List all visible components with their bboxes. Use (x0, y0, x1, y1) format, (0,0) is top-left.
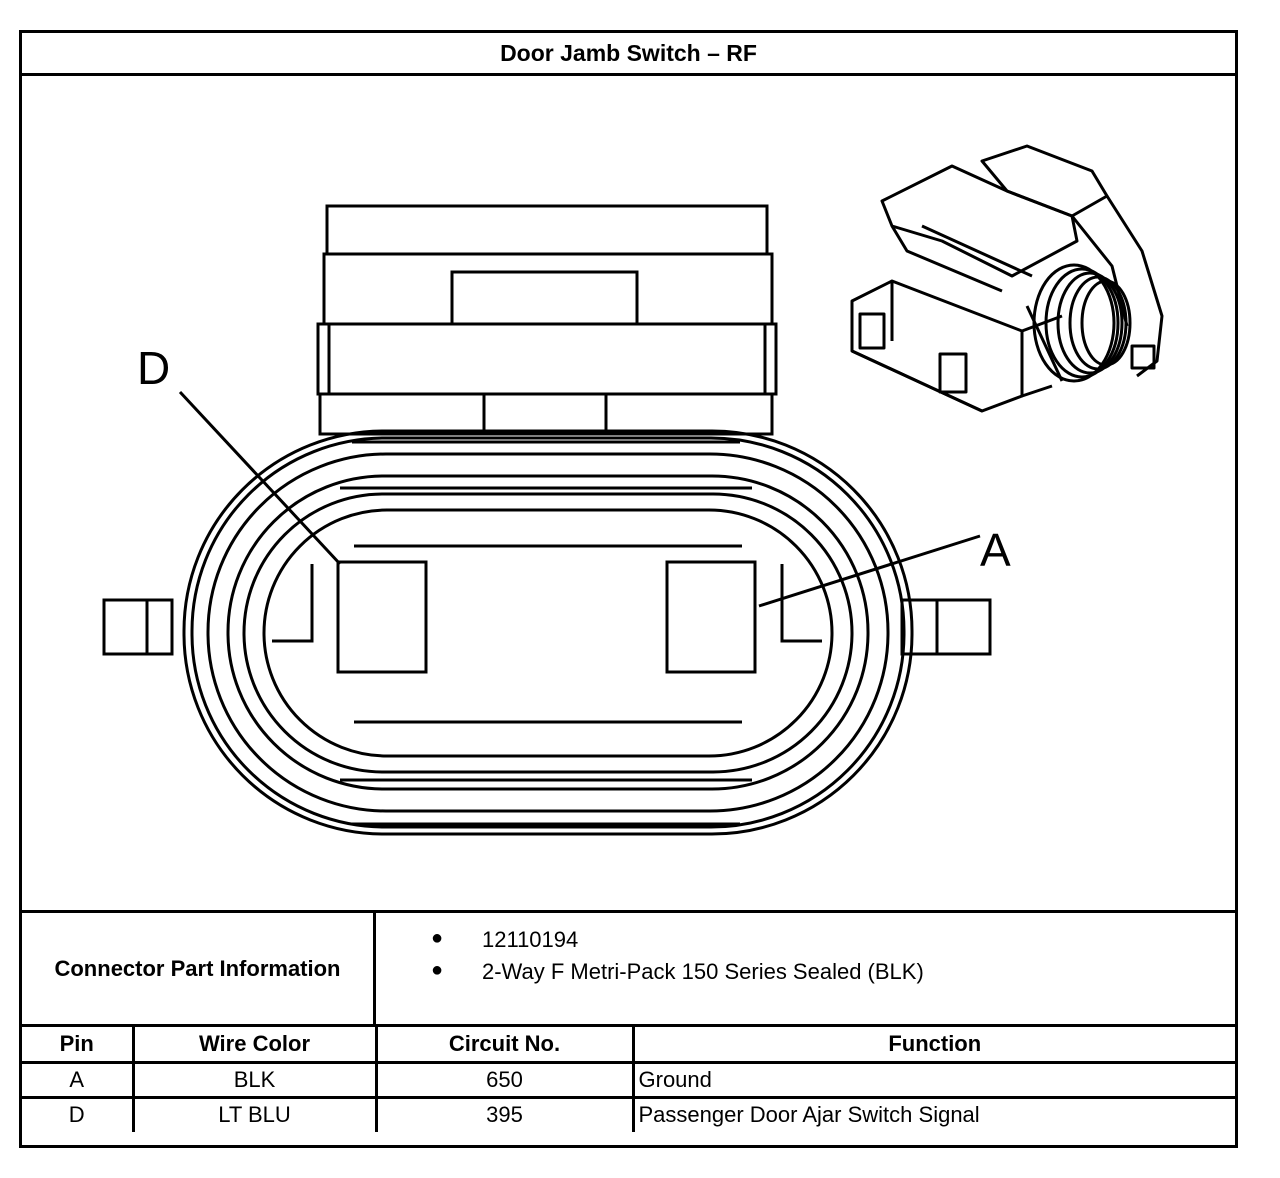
cell-function: Passenger Door Ajar Switch Signal (631, 1095, 1235, 1132)
housing-key (482, 392, 608, 436)
cell-function: Ground (631, 1060, 1235, 1099)
cell-pin: D (22, 1095, 135, 1132)
left-mounting-ear (102, 598, 174, 656)
header-pin: Pin (22, 1027, 135, 1064)
pin-label-a: A (980, 524, 1011, 576)
connector-info-list: ● 12110194 ● 2-Way F Metri-Pack 150 Seri… (376, 913, 1235, 1024)
cavity-ring (262, 508, 834, 758)
middle-ring (206, 452, 890, 813)
inner-ring-2 (242, 492, 854, 774)
table-row: D LT BLU 395 Passenger Door Ajar Switch … (22, 1095, 1235, 1132)
header-circuit-no: Circuit No. (374, 1027, 635, 1064)
connector-face-svg: D A (102, 144, 1164, 836)
connector-diagram-frame: Door Jamb Switch – RF (19, 30, 1238, 1148)
cell-circuit-no: 395 (374, 1095, 635, 1132)
page-title: Door Jamb Switch – RF (22, 33, 1235, 76)
right-key (780, 564, 822, 643)
connector-info-label: Connector Part Information (22, 913, 376, 1024)
connector-isometric-icon (850, 144, 1164, 413)
pin-label-d: D (137, 342, 170, 394)
cell-circuit-no: 650 (374, 1060, 635, 1099)
pin-table: Pin Wire Color Circuit No. Function A BL… (22, 1027, 1235, 1132)
pin-d-leader-line (178, 390, 342, 566)
terminal-cavity-a (665, 560, 757, 674)
cell-pin: A (22, 1060, 135, 1099)
table-row: A BLK 650 Ground (22, 1060, 1235, 1099)
housing-top-block (325, 204, 769, 256)
pin-table-header-row: Pin Wire Color Circuit No. Function (22, 1027, 1235, 1064)
connector-face-diagram: D A (22, 76, 1235, 911)
cell-wire-color: BLK (131, 1060, 378, 1099)
inner-ring (226, 474, 870, 791)
part-description: 2-Way F Metri-Pack 150 Series Sealed (BL… (482, 959, 924, 984)
bullet-icon: ● (431, 959, 444, 981)
housing-base-block (318, 392, 774, 436)
left-key (272, 564, 314, 643)
cell-wire-color: LT BLU (131, 1095, 378, 1132)
latch-window (450, 270, 639, 326)
outer-seal-ring (182, 429, 914, 836)
connector-part-info: Connector Part Information ● 12110194 ● … (22, 910, 1235, 1027)
pin-a-leader-line (758, 534, 981, 608)
housing-mid-block (322, 252, 774, 326)
header-function: Function (631, 1027, 1235, 1064)
housing-lower-block (316, 322, 778, 396)
right-mounting-ear (900, 598, 992, 656)
bullet-icon: ● (431, 927, 444, 949)
part-number: 12110194 (482, 927, 579, 952)
terminal-cavity-d (336, 560, 428, 674)
outer-seal-ring-inner (190, 436, 906, 829)
header-wire-color: Wire Color (131, 1027, 378, 1064)
